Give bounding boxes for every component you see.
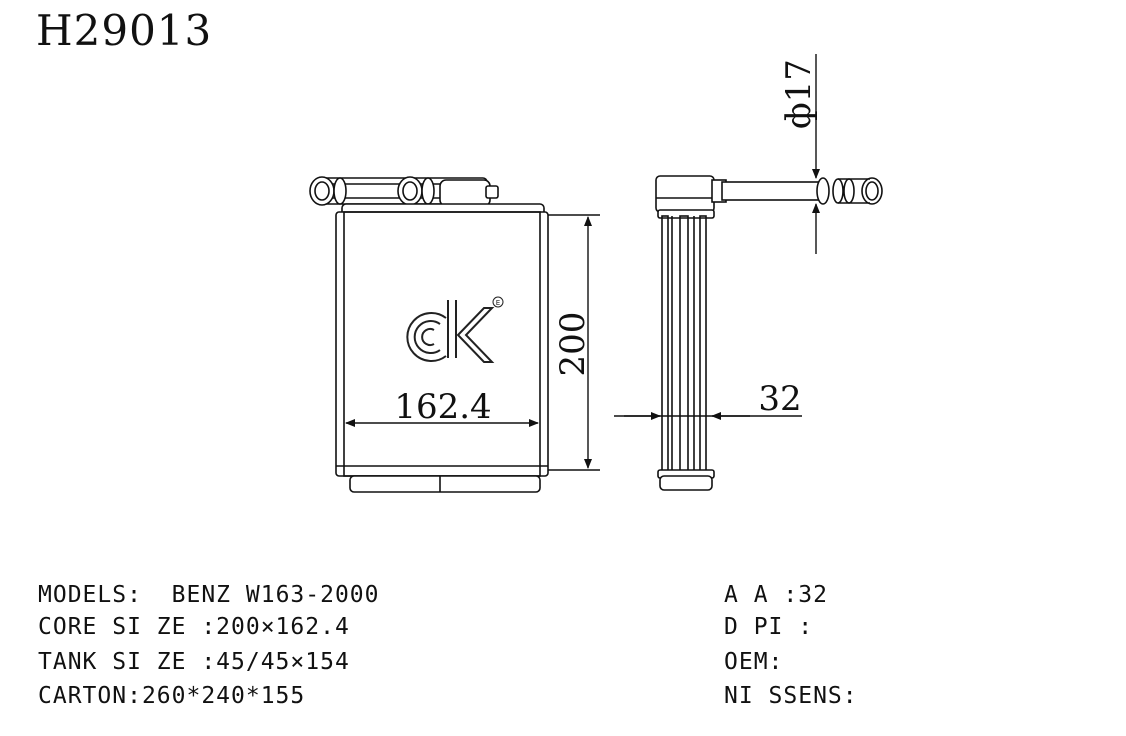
pipe-diameter-value: ф17	[779, 59, 819, 129]
height-value: 200	[553, 312, 593, 377]
bottom-tank	[349, 475, 541, 493]
inlet-pipes	[309, 176, 499, 212]
spec-dpi: D PI :	[724, 614, 813, 640]
spec-label: A A :	[724, 582, 799, 608]
spec-label: TANK SI ZE :	[38, 649, 217, 675]
spec-value: 260*240*155	[141, 683, 306, 709]
spec-value: 200×162.4	[216, 614, 350, 640]
depth-value: 32	[758, 379, 801, 419]
spec-value: 45/45×154	[216, 649, 350, 675]
spec-nissens: NI SSENS:	[724, 683, 858, 709]
spec-label: OEM:	[724, 649, 784, 675]
spec-tank-size: TANK SI ZE :45/45×154	[38, 649, 350, 675]
side-view	[655, 175, 883, 491]
spec-value: BENZ W163-2000	[171, 582, 380, 608]
registered-mark: E	[496, 299, 500, 307]
spec-label: CORE SI ZE :	[38, 614, 217, 640]
spec-oem: OEM:	[724, 649, 783, 675]
ck-logo: E	[406, 296, 504, 363]
spec-carton: CARTON:260*240*155	[38, 683, 305, 709]
front-view	[309, 176, 549, 493]
spec-models: MODELS: BENZ W163-2000	[38, 582, 380, 608]
spec-core-size: CORE SI ZE :200×162.4	[38, 614, 350, 640]
spec-label: D PI :	[724, 614, 814, 640]
part-number-title: H29013	[36, 6, 213, 55]
spec-label: CARTON:	[38, 683, 142, 709]
spec-label: MODELS:	[38, 582, 142, 608]
core-outer	[335, 211, 549, 477]
spec-label: NI SSENS:	[724, 683, 858, 709]
height-dimension	[548, 214, 600, 471]
spec-value: 32	[798, 582, 828, 608]
width-value: 162.4	[394, 387, 491, 427]
spec-aa: A A :32	[724, 582, 828, 608]
